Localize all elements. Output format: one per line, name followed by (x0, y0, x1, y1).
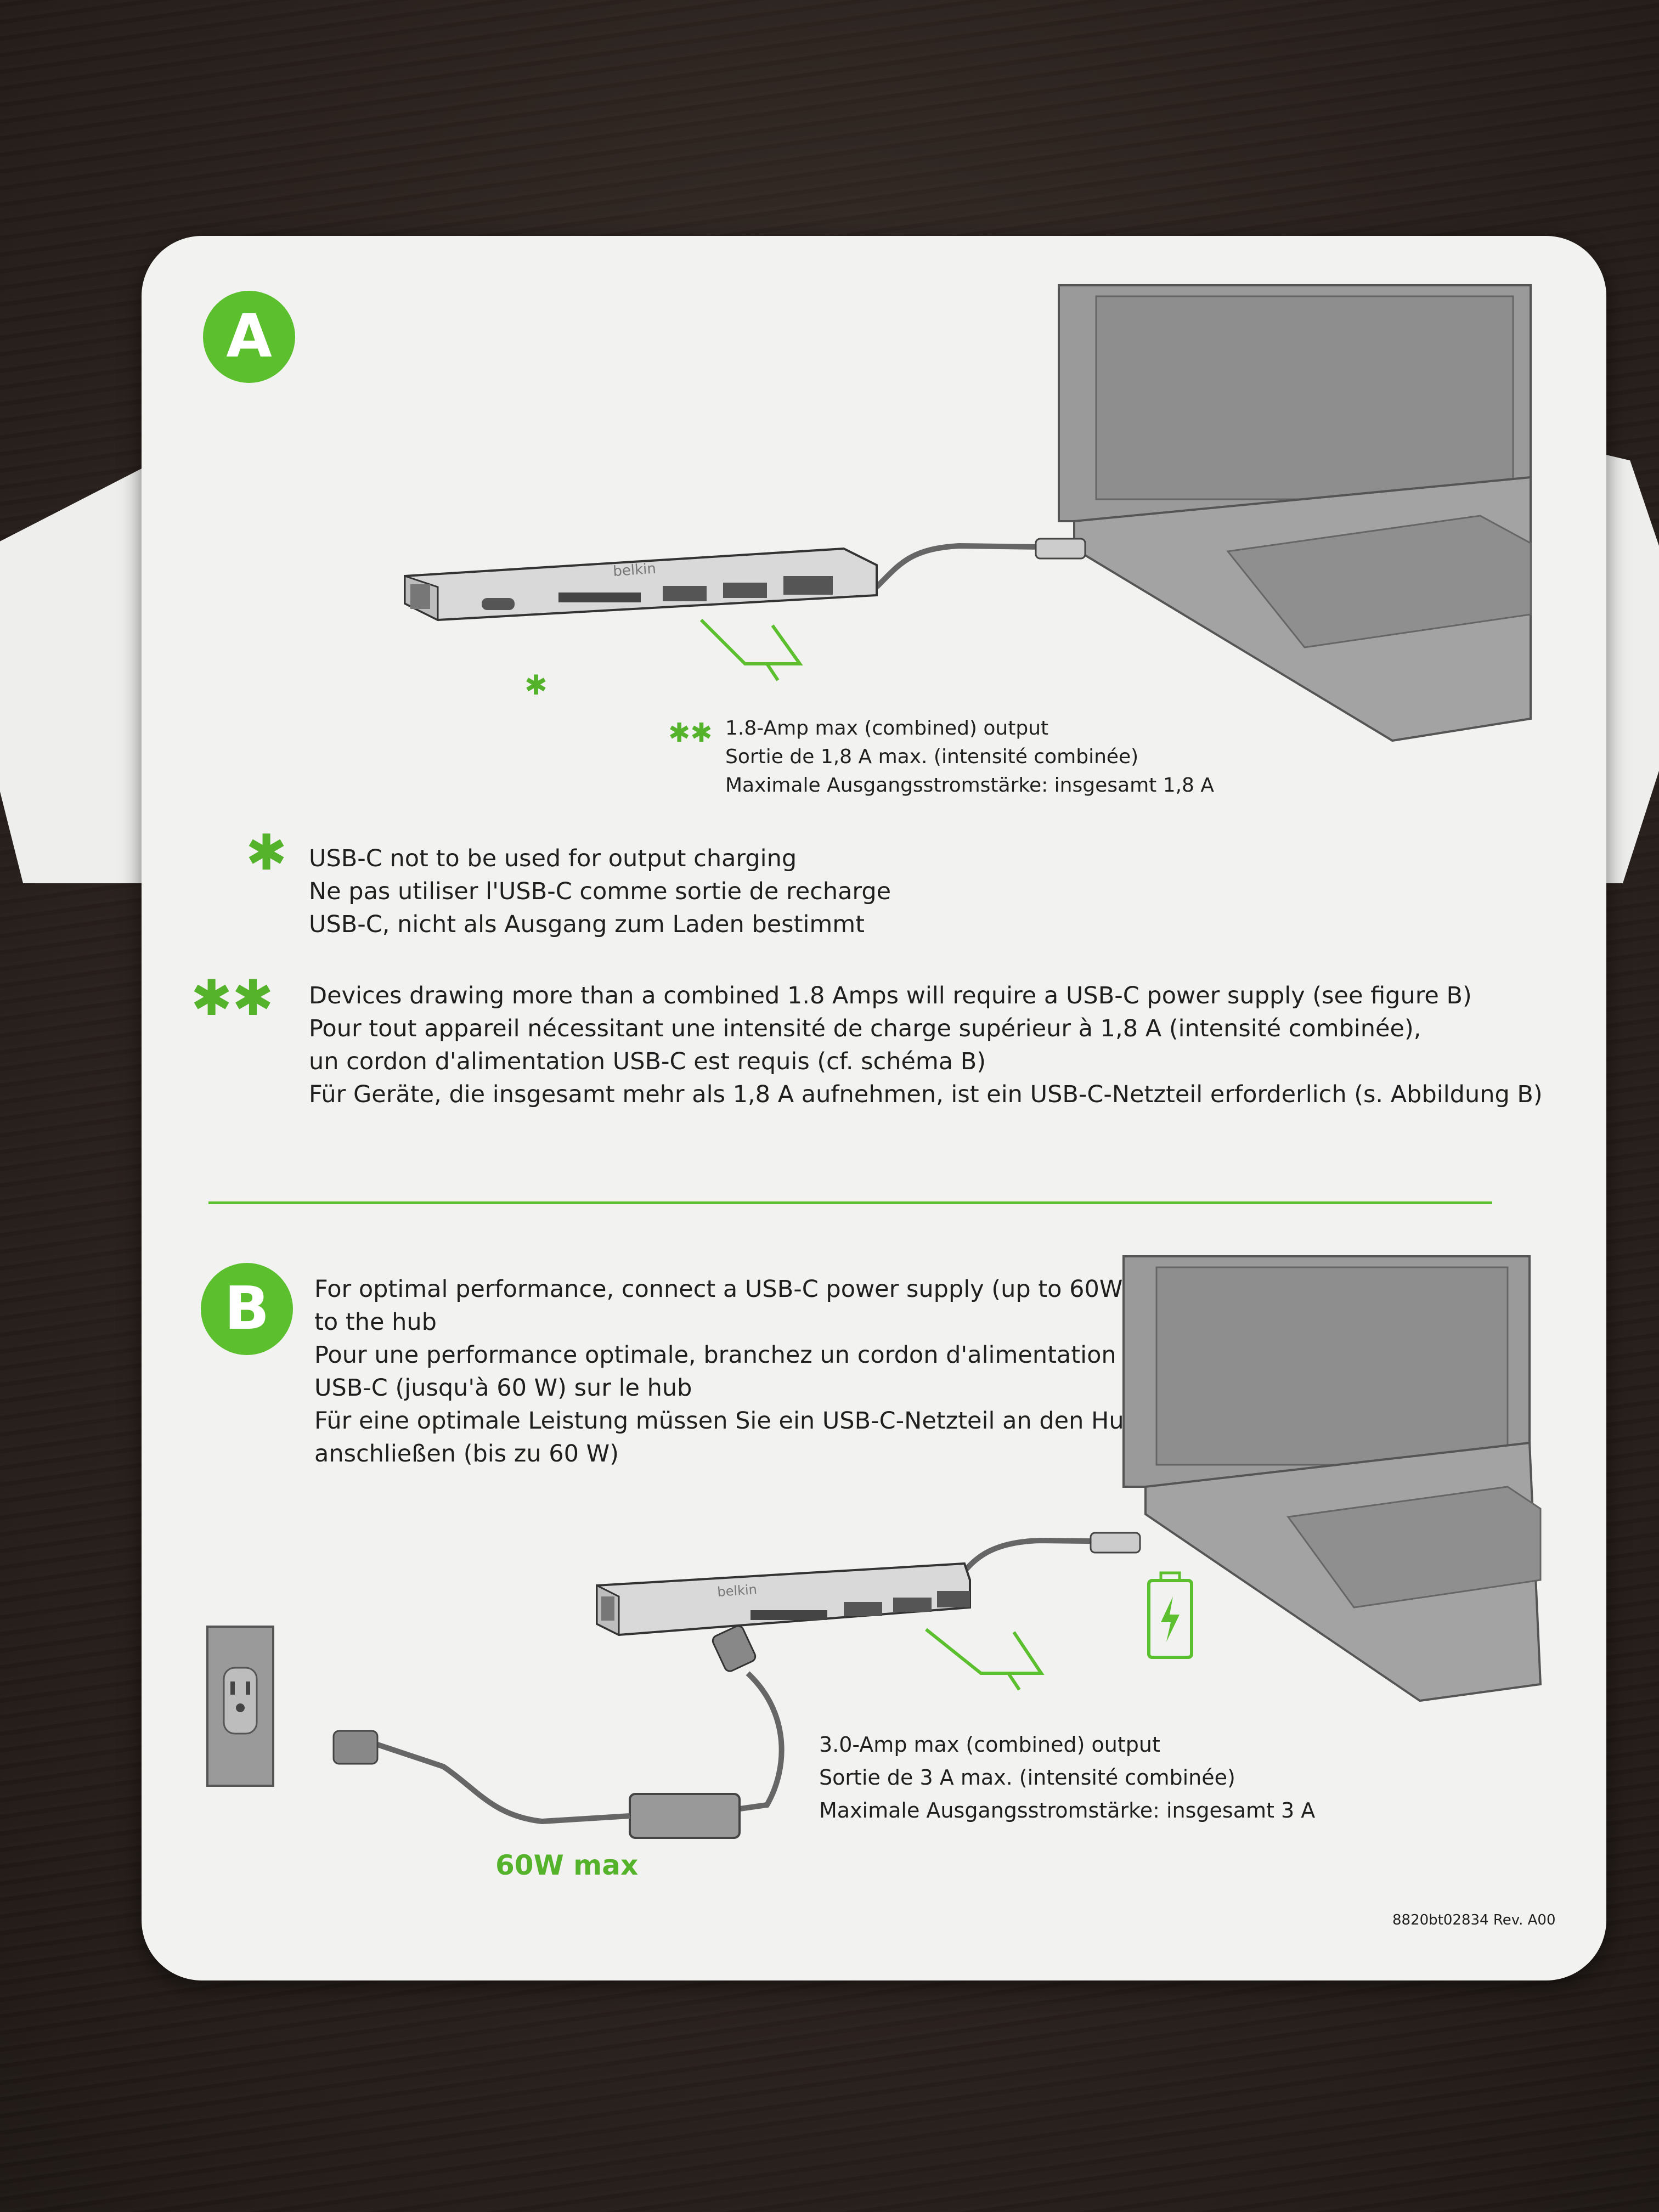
output-note-a-marker: ✱✱ (668, 718, 713, 748)
output-note-b: 3.0-Amp max (combined) output Sortie de … (819, 1733, 1316, 1822)
note2-marker: ✱✱ (191, 969, 274, 1027)
hub-brand-a: belkin (612, 561, 656, 580)
usb-c-port-asterisk: ✱ (524, 669, 548, 701)
section-b-badge: B (201, 1263, 293, 1355)
note1-text: USB-C not to be used for output charging… (309, 845, 891, 938)
footer-code: 8820bt02834 Rev. A00 (1392, 1912, 1556, 1928)
left-flap (0, 466, 154, 883)
instruction-card: A belkin ✱ ✱✱ 1.8-Amp max (combined) out… (142, 236, 1606, 1980)
usb-hub-illustration-b: belkin (332, 1532, 1141, 1839)
laptop-illustration-a (1058, 284, 1532, 742)
hub-brand-b: belkin (716, 1582, 757, 1600)
note1-marker: ✱ (246, 824, 287, 882)
power-label: 60W max (495, 1849, 639, 1881)
battery-charging-icon (1147, 1571, 1193, 1659)
section-a-badge: A (203, 291, 295, 383)
laptop-illustration-b (1122, 1255, 1542, 1702)
section-b-intro: For optimal performance, connect a USB-C… (314, 1276, 1139, 1468)
usb-hub-illustration-a: belkin (404, 538, 1086, 681)
section-divider (208, 1201, 1492, 1204)
note2-text: Devices drawing more than a combined 1.8… (309, 982, 1543, 1108)
output-note-a: 1.8-Amp max (combined) output Sortie de … (725, 717, 1215, 797)
wall-outlet-illustration (206, 1626, 274, 1787)
